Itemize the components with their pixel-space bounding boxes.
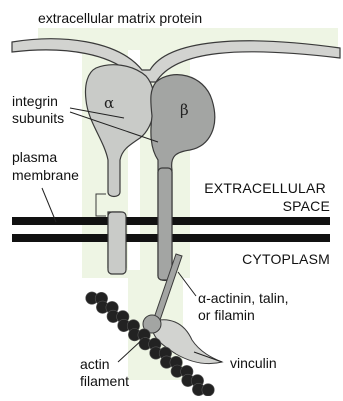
label-actin-filament: actin filament — [80, 356, 129, 389]
label-adaptor-line2: or filamin — [198, 307, 255, 323]
label-extracellular-line1: EXTRACELLULAR — [204, 180, 326, 196]
label-plasma-line2: membrane — [12, 167, 79, 183]
beta-transmembrane — [158, 168, 172, 280]
label-extracellular-line2: SPACE — [283, 198, 330, 214]
label-ecm-protein: extracellular matrix protein — [38, 10, 202, 26]
label-vinculin: vinculin — [230, 355, 277, 371]
label-integrin-line1: integrin — [12, 93, 58, 109]
beta-symbol: β — [180, 101, 189, 119]
label-integrin-subunits: integrin subunits — [12, 93, 64, 126]
alpha-transmembrane — [108, 212, 126, 274]
label-adaptor-line1: α-actinin, talin, — [198, 290, 289, 306]
label-actin-line2: filament — [80, 373, 129, 389]
label-cytoplasm: CYTOPLASM — [242, 251, 330, 267]
alpha-symbol: α — [104, 94, 114, 112]
label-plasma-line1: plasma — [12, 149, 57, 165]
label-adaptor-proteins: α-actinin, talin, or filamin — [198, 290, 292, 323]
label-integrin-line2: subunits — [12, 110, 64, 126]
label-actin-line1: actin — [80, 356, 110, 372]
label-extracellular-space: EXTRACELLULAR SPACE — [204, 180, 330, 214]
actin-bead — [202, 384, 214, 396]
label-plasma-membrane: plasma membrane — [12, 149, 79, 183]
